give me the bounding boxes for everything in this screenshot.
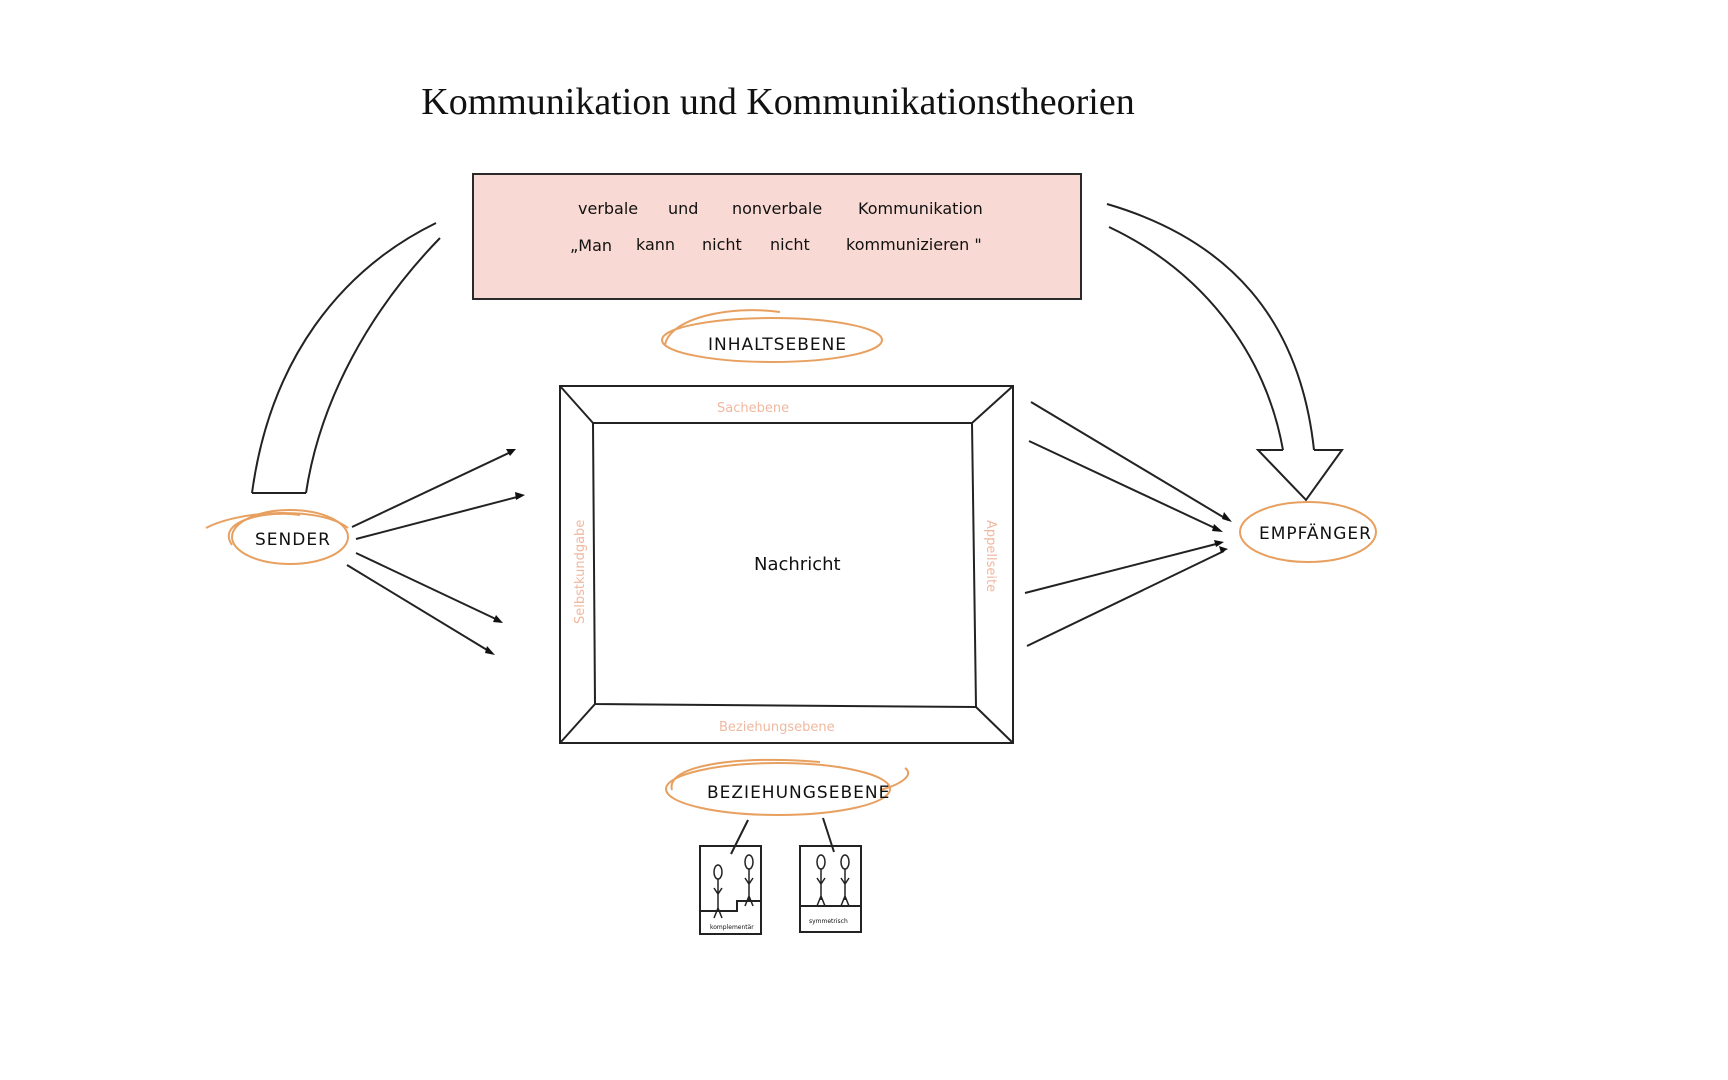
box-word: „Man <box>570 236 613 255</box>
arrowhead <box>506 449 516 456</box>
sender-circle <box>231 509 349 565</box>
box-word: nicht <box>770 235 810 254</box>
frame-corner-br <box>975 706 1014 744</box>
inhaltsebene-label: INHALTSEBENE <box>708 335 847 355</box>
right-arrow-head <box>1255 449 1344 502</box>
left-curved-arrow-inner <box>305 237 441 494</box>
frame-corner-tr <box>971 385 1014 424</box>
arrowhead <box>1214 540 1224 547</box>
sender-arrow <box>355 552 501 622</box>
receiver-arrow <box>1028 440 1220 531</box>
box-word: Kommunikation <box>858 199 983 218</box>
receiver-arrow <box>1030 401 1229 521</box>
beziehungsebene-label: BEZIEHUNGSEBENE <box>707 783 890 803</box>
sender-arrow <box>351 450 514 528</box>
symmetrisch-label: symmetrisch <box>809 918 848 925</box>
arrowhead <box>1212 524 1223 532</box>
stick-figure-low <box>713 864 723 919</box>
beziehungsebene-side-label: Beziehungsebene <box>719 720 835 735</box>
inhaltsebene-circle <box>661 317 883 363</box>
arrowhead <box>485 646 495 655</box>
empfaenger-circle <box>1239 501 1377 563</box>
frame-corner-bl <box>559 703 596 744</box>
komplementaer-label: komplementär <box>710 924 754 931</box>
box-word: kann <box>636 235 676 254</box>
page-title: Kommunikation und Kommunikationstheorien <box>421 81 1135 123</box>
sender-arrow <box>346 564 493 654</box>
left-curved-arrow <box>251 222 437 494</box>
receiver-arrow <box>1026 550 1225 647</box>
right-curved-arrow <box>1106 203 1315 451</box>
stick-figure-high <box>744 854 754 907</box>
receiver-arrow <box>1024 542 1221 594</box>
frame-corner-tl <box>559 385 594 424</box>
empfaenger-label: EMPFÄNGER <box>1259 523 1372 544</box>
arrowhead <box>493 615 503 623</box>
sender-arrow <box>355 495 522 540</box>
sender-label: SENDER <box>255 530 331 550</box>
right-curved-arrow-inner <box>1108 226 1284 451</box>
stick-figure-sym-1 <box>816 854 826 907</box>
selbstkundgabe-label: Selbstkundgabe <box>573 520 588 624</box>
complementary-box <box>699 845 762 935</box>
communication-principles-box: verbale und nonverbale Kommunikation „Ma… <box>472 173 1082 300</box>
connector-line <box>730 819 749 855</box>
arrowhead <box>1222 512 1232 522</box>
sender-swirl <box>205 511 349 546</box>
beziehungsebene-swirl <box>670 758 910 791</box>
box-word: und <box>668 199 699 218</box>
arrowhead <box>515 492 525 500</box>
nachricht-label: Nachricht <box>754 554 841 575</box>
box-word: verbale <box>578 199 639 218</box>
beziehungsebene-circle <box>665 762 891 816</box>
arrowhead <box>1219 546 1228 553</box>
sachebene-label: Sachebene <box>717 401 789 416</box>
box-word: nonverbale <box>732 199 823 218</box>
stick-figure-sym-2 <box>840 854 850 907</box>
box-word: kommunizieren " <box>846 235 982 254</box>
inhaltsebene-swirl <box>664 309 781 346</box>
symmetric-box <box>799 845 862 933</box>
appellseite-label: Appellseite <box>983 520 998 592</box>
message-frame-outer <box>559 385 1014 744</box>
box-word: nicht <box>702 235 742 254</box>
